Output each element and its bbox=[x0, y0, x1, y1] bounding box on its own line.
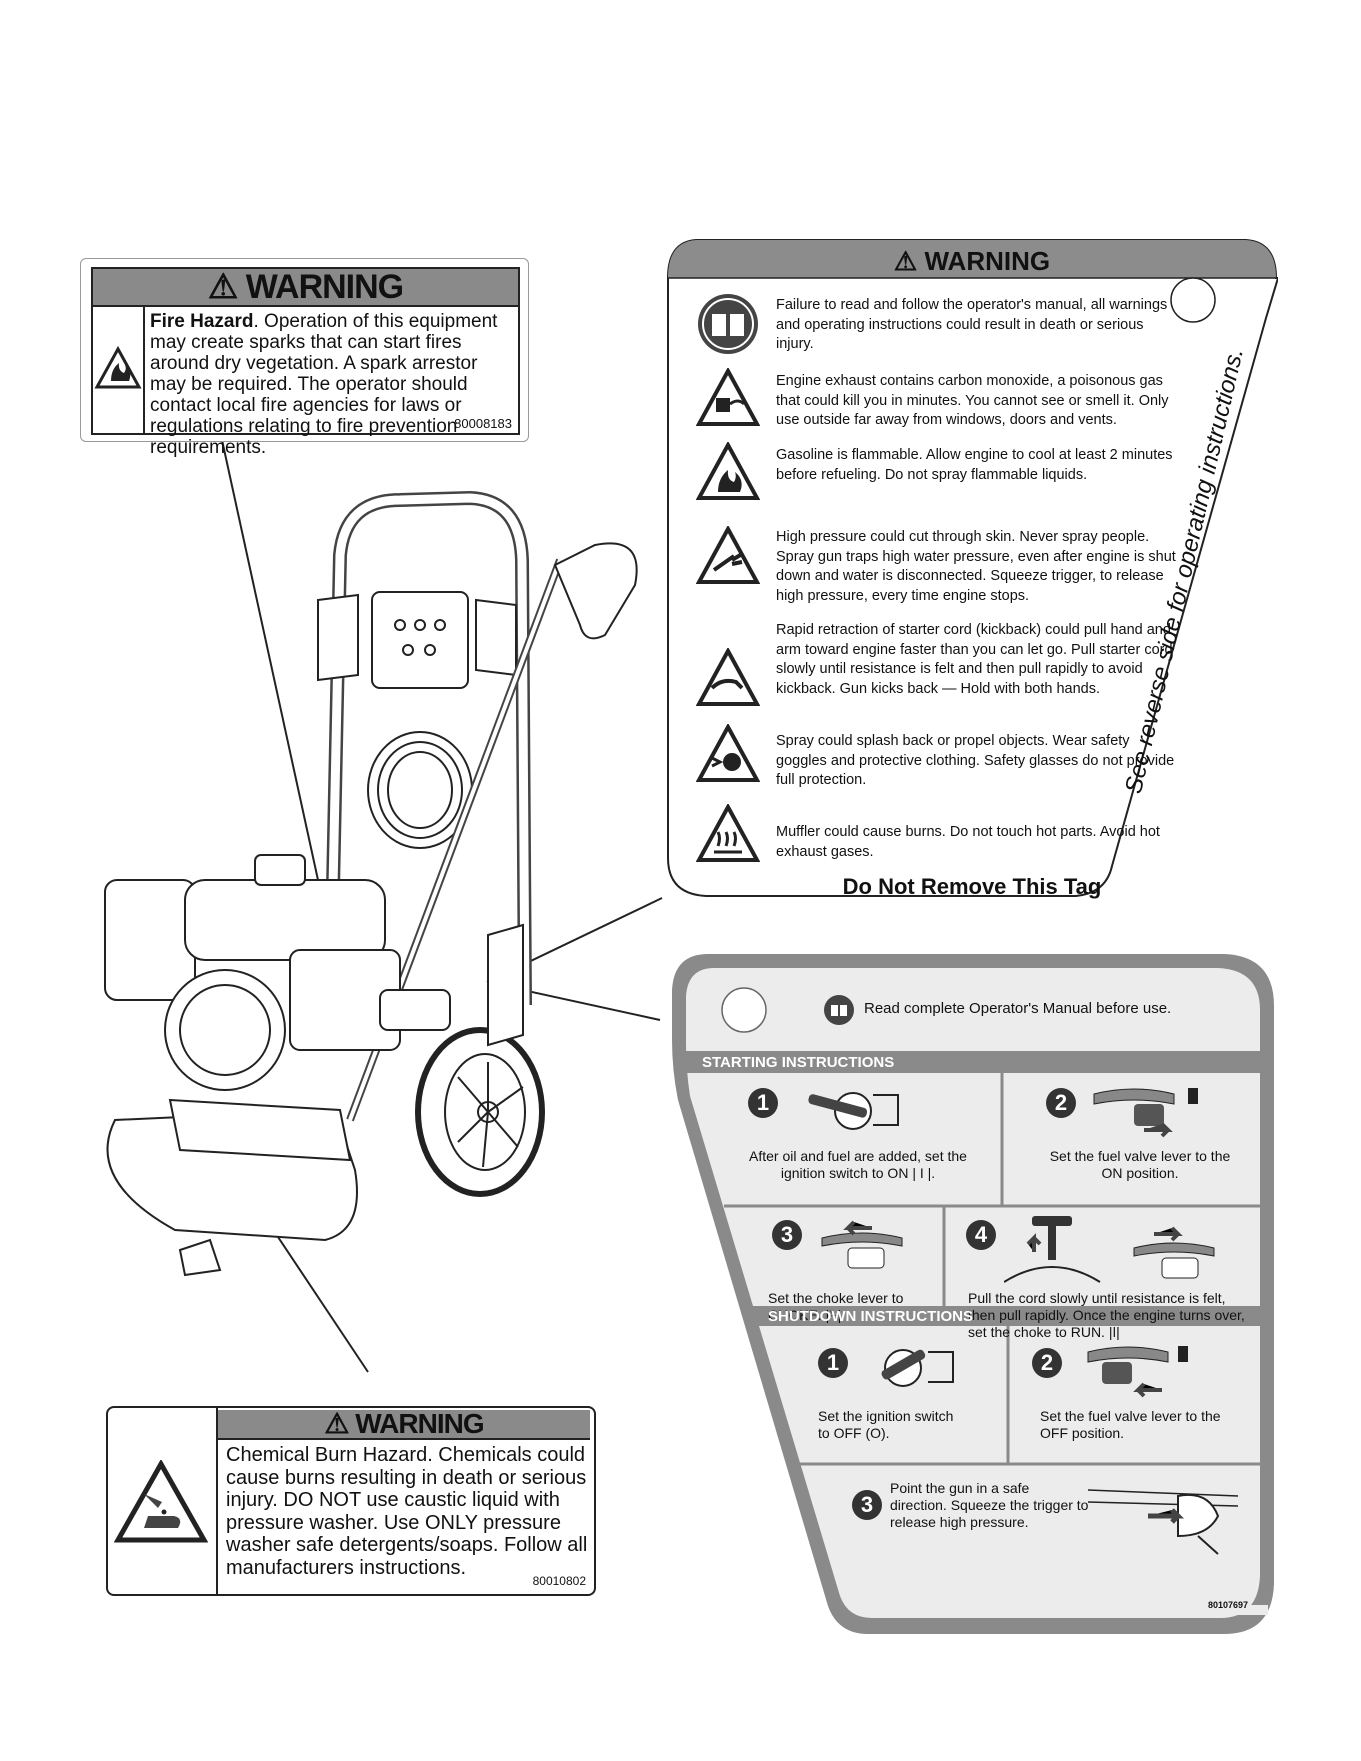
starter-cord-pull-icon bbox=[1004, 1216, 1215, 1283]
hot-surface-icon bbox=[696, 804, 760, 862]
fire-label-code: 80008183 bbox=[454, 416, 512, 431]
starting-instructions-title: STARTING INSTRUCTIONS bbox=[702, 1054, 895, 1071]
step-number: 3 bbox=[852, 1490, 882, 1520]
read-manual-text: Read complete Operator's Manual before u… bbox=[864, 1000, 1172, 1017]
carbon-monoxide-icon bbox=[696, 368, 760, 426]
hazard-text-kickback: Rapid retraction of starter cord (kickba… bbox=[776, 622, 1173, 697]
instructions-code: 80107697 bbox=[1208, 1600, 1249, 1610]
fire-hazard-label: ⚠ WARNING Fire Hazard. Operation of this… bbox=[80, 258, 529, 458]
choke-lever-icon bbox=[821, 1220, 903, 1269]
kickback-icon bbox=[696, 648, 760, 706]
shutdown-step-1-text: Set the ignition switch to OFF (O). bbox=[818, 1408, 954, 1441]
shutdown-instructions-title: SHUTDOWN INSTRUCTIONS bbox=[768, 1308, 973, 1325]
fuel-valve-off-icon bbox=[1087, 1346, 1188, 1398]
chemical-burn-icon bbox=[114, 1460, 208, 1543]
step-number: 2 bbox=[1046, 1088, 1076, 1118]
chem-label-code: 80010802 bbox=[532, 1574, 586, 1588]
shutdown-step-3-text: Point the gun in a safe direction. Squee… bbox=[890, 1480, 1089, 1530]
manual-book-icon bbox=[698, 294, 758, 354]
shutdown-step-2-text: Set the fuel valve lever to the OFF posi… bbox=[1040, 1408, 1221, 1441]
hazard-text-gasoline: Gasoline is flammable. Allow engine to c… bbox=[776, 447, 1173, 483]
do-not-remove-text: Do Not Remove This Tag bbox=[842, 874, 1102, 899]
step-number: 4 bbox=[966, 1220, 996, 1250]
hazard-text-splash: Spray could splash back or propel object… bbox=[776, 733, 1175, 788]
instructions-card-frame bbox=[672, 954, 1274, 1634]
hazard-text-high-pressure: High pressure could cut through skin. Ne… bbox=[776, 529, 1176, 604]
hazard-text-carbon-monoxide: Engine exhaust contains carbon monoxide,… bbox=[776, 373, 1169, 428]
start-step-2-text: Set the fuel valve lever to the ON posit… bbox=[1049, 1148, 1231, 1181]
fire-warning-header: ⚠ WARNING bbox=[93, 269, 518, 307]
fire-icon-cell bbox=[93, 307, 145, 433]
start-step-1-text: After oil and fuel are added, set the ig… bbox=[749, 1148, 967, 1181]
fuel-valve-on-icon bbox=[1093, 1088, 1198, 1138]
operating-instructions-card: Read complete Operator's Manual before u… bbox=[668, 950, 1278, 1638]
step-number: 2 bbox=[1032, 1348, 1062, 1378]
fire-hazard-icon bbox=[94, 345, 142, 389]
chem-hazard-text: Chemical Burn Hazard. Chemicals could ca… bbox=[226, 1444, 588, 1579]
warning-tag-title: ⚠ WARNING bbox=[893, 246, 1051, 276]
step-number: 1 bbox=[748, 1088, 778, 1118]
start-step-4-text: Pull the cord slowly until resistance is… bbox=[968, 1290, 1245, 1340]
manual-book-icon bbox=[824, 995, 854, 1025]
step-number: 3 bbox=[772, 1220, 802, 1250]
chem-icon-cell bbox=[108, 1408, 218, 1594]
spray-gun-trigger-icon bbox=[1088, 1489, 1239, 1555]
high-pressure-injection-icon bbox=[696, 526, 760, 584]
eye-protection-icon bbox=[696, 724, 760, 782]
ignition-off-icon bbox=[881, 1349, 954, 1387]
warning-tag-outline bbox=[667, 239, 1278, 897]
hazard-text-muffler: Muffler could cause burns. Do not touch … bbox=[776, 824, 1160, 860]
hazard-text-manual: Failure to read and follow the operator'… bbox=[776, 297, 1168, 352]
warning-tag: ⚠ WARNING Failure to read and follow the… bbox=[666, 238, 1278, 899]
fire-hazard-icon bbox=[696, 442, 760, 500]
step-number: 1 bbox=[818, 1348, 848, 1378]
chemical-burn-label: ⚠ WARNING Chemical Burn Hazard. Chemical… bbox=[106, 1406, 596, 1596]
ignition-switch-icon bbox=[808, 1092, 899, 1130]
start-step-3-text: Set the choke lever to CHOKE. |⍀| bbox=[768, 1290, 904, 1323]
fire-hazard-text: Fire Hazard. Operation of this equipment… bbox=[150, 311, 498, 458]
chem-warning-header: ⚠ WARNING bbox=[218, 1410, 590, 1440]
